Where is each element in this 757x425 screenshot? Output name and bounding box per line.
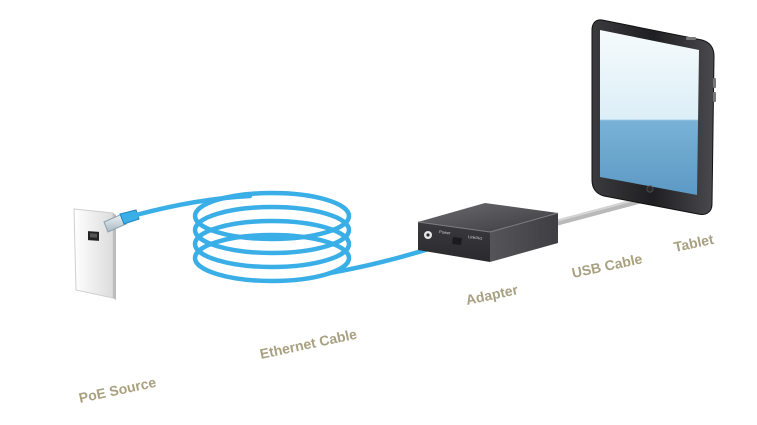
ethernet-cable-label: Ethernet Cable [258,326,358,362]
adapter-power-label: Power [439,229,452,235]
adapter-ethernet-port [452,237,462,246]
poe-source-wallplate [73,208,116,300]
tablet-label: Tablet [672,231,715,255]
brand-logo-icon [424,231,432,239]
ethernet-port-icon [88,231,99,241]
tablet-device [591,19,716,215]
adapter-device: Power Link/Act [417,203,559,262]
cable-coil-loop [192,190,352,242]
cable-coil-loop [192,218,352,270]
usb-cable-label: USB Cable [570,250,644,281]
cable-coil-loop [192,232,352,284]
adapter-link-label: Link/Act [468,234,484,241]
home-button-icon [646,185,654,193]
cable-coil-loop [192,204,352,256]
tablet-screen [600,30,699,195]
adapter-label: Adapter [464,281,520,308]
poe-source-label: PoE Source [77,374,157,406]
ethernet-cable [103,190,462,284]
wall-rj45-plug [103,209,140,233]
